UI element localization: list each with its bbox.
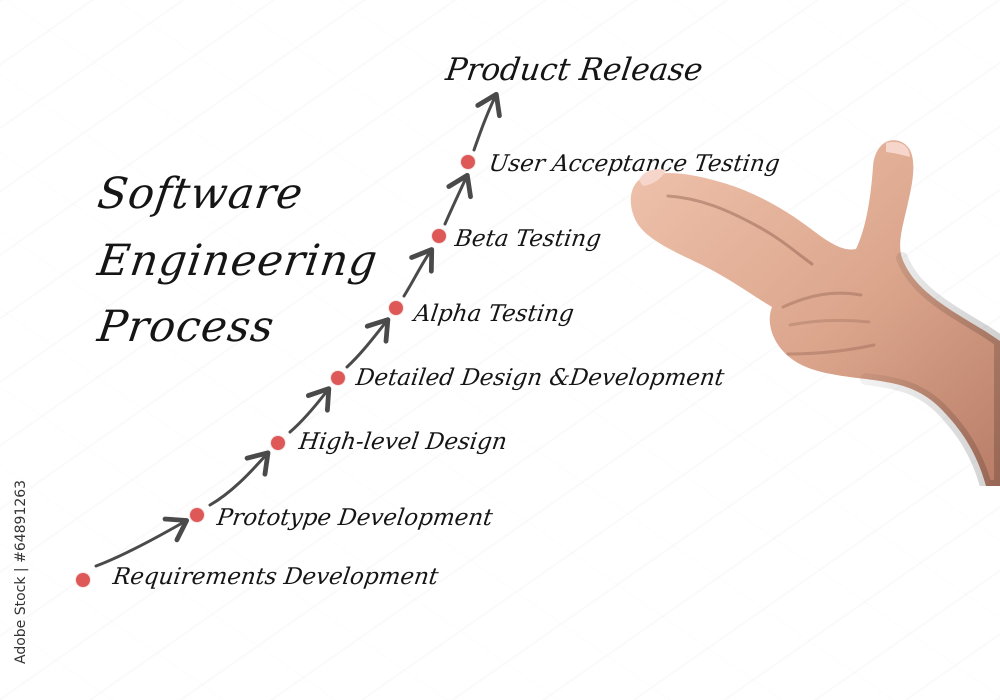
step-label-detailed-design-development: Detailed Design &Development (354, 365, 726, 391)
step-dot-prototype-development (190, 508, 204, 522)
step-label-high-level-design: High-level Design (297, 429, 509, 455)
arrow-segment-3 (288, 386, 332, 434)
step-label-alpha-testing: Alpha Testing (412, 301, 576, 327)
step-dot-high-level-design (271, 436, 285, 450)
arrow-segment-2 (208, 450, 271, 507)
step-dot-user-acceptance-testing (461, 155, 475, 169)
step-dot-detailed-design-development (331, 371, 345, 385)
step-label-prototype-development: Prototype Development (215, 505, 495, 531)
step-dot-requirements-development (76, 573, 90, 587)
arrow-segment-7 (472, 91, 502, 152)
arrow-segment-5 (402, 247, 435, 298)
step-dot-beta-testing (432, 229, 446, 243)
step-label-requirements-development: Requirements Development (111, 564, 440, 590)
step-dot-alpha-testing (389, 301, 403, 315)
step-label-user-acceptance-testing: User Acceptance Testing (487, 151, 782, 177)
arrow-segment-4 (345, 317, 391, 369)
arrow-segment-6 (443, 172, 473, 226)
pointing-hand-icon (630, 140, 1000, 486)
diagram-title-line-2: Engineering (94, 236, 382, 286)
diagram-title-line-3: Process (94, 302, 278, 352)
step-label-beta-testing: Beta Testing (453, 226, 603, 252)
product-release-label: Product Release (443, 52, 706, 88)
diagram-title-line-1: Software (94, 169, 307, 219)
stock-image-id: Adobe Stock | #64891263 (13, 479, 29, 664)
arrow-segment-1 (94, 516, 190, 568)
